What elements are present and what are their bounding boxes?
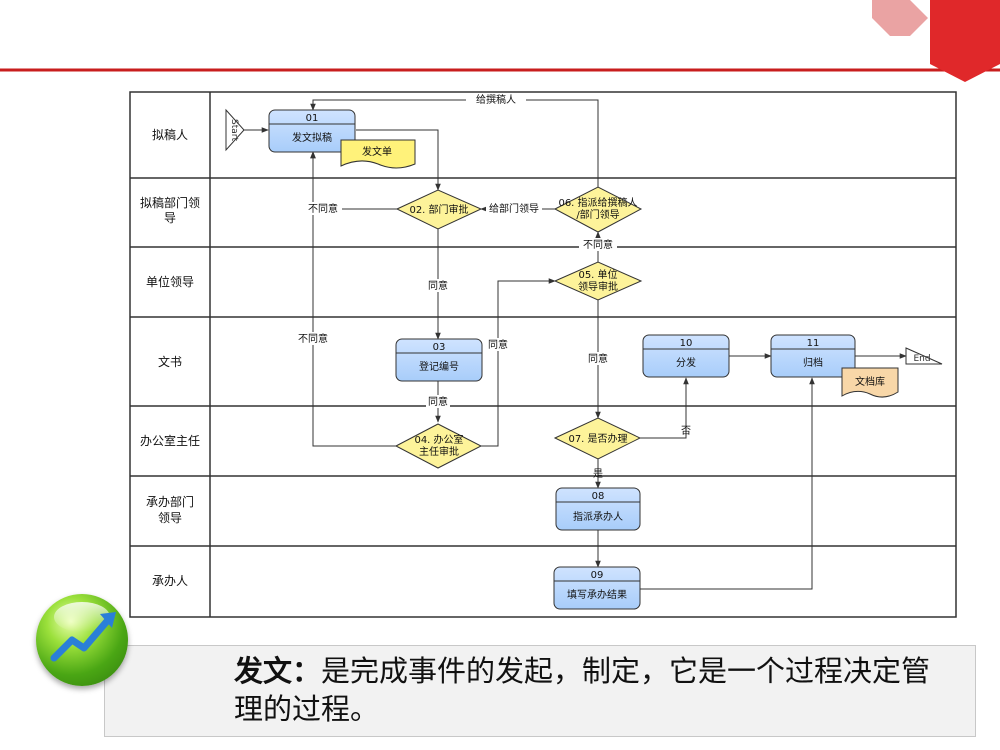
decision-07-handle: 07. 是否办理 — [553, 417, 642, 460]
svg-text:07. 是否办理: 07. 是否办理 — [568, 432, 627, 445]
edge-label-no: 否 — [681, 425, 691, 437]
process-09: 09 填写承办结果 — [553, 566, 641, 610]
svg-text:01: 01 — [306, 113, 319, 124]
edge-label-yes: 是 — [593, 468, 603, 480]
document-issue-form: 发文单 — [340, 139, 416, 169]
svg-text:Start: Start — [229, 119, 239, 141]
svg-text:04. 办公室: 04. 办公室 — [414, 433, 463, 446]
svg-text:08: 08 — [592, 491, 605, 502]
svg-text:/部门领导: /部门领导 — [576, 208, 619, 221]
lane-label-handler: 承办人 — [152, 573, 188, 588]
svg-text:11: 11 — [807, 338, 820, 349]
edge-label-to-writer: 给撰稿人 — [476, 93, 516, 106]
svg-text:填写承办结果: 填写承办结果 — [567, 588, 627, 601]
caption-text: 发文：是完成事件的发起，制定，它是一个过程决定管理的过程。 — [234, 652, 934, 728]
edge-label-register-agree: 同意 — [428, 395, 448, 408]
svg-text:归档: 归档 — [803, 356, 823, 369]
edge-label-unit-reject: 不同意 — [583, 238, 613, 251]
edge-label-dept-agree: 同意 — [428, 279, 448, 292]
svg-text:指派承办人: 指派承办人 — [573, 510, 623, 523]
svg-text:分发: 分发 — [676, 356, 696, 369]
edge-label-to-dept-leader: 给部门领导 — [489, 202, 539, 215]
lane-label-unit-leader: 单位领导 — [146, 274, 194, 289]
decision-05-unit-approval: 05. 单位 领导审批 — [553, 261, 643, 301]
lane-label-drafter: 拟稿人 — [152, 127, 188, 142]
svg-text:06. 指派给撰稿人: 06. 指派给撰稿人 — [558, 196, 637, 209]
svg-text:End: End — [913, 354, 930, 364]
lane-label-handling-dept-2: 领导 — [158, 511, 182, 525]
process-03: 03 登记编号 — [395, 338, 483, 382]
lane-label-clerk: 文书 — [158, 354, 182, 369]
process-08: 08 指派承办人 — [555, 487, 641, 531]
edge-label-unit-agree: 同意 — [588, 352, 608, 365]
red-hexagon-small — [872, 0, 928, 36]
svg-text:10: 10 — [680, 338, 693, 349]
svg-text:登记编号: 登记编号 — [419, 360, 459, 373]
svg-text:发文单: 发文单 — [362, 145, 392, 158]
process-10: 10 分发 — [642, 334, 730, 378]
decision-02-dept-approval: 02. 部门审批 — [395, 189, 483, 230]
edge-label-dept-reject: 不同意 — [308, 202, 338, 215]
red-hexagon-large — [930, 0, 1000, 82]
svg-text:09: 09 — [591, 570, 604, 581]
svg-text:发文拟稿: 发文拟稿 — [292, 131, 332, 144]
svg-text:02. 部门审批: 02. 部门审批 — [409, 203, 468, 216]
edge-label-office-reject: 不同意 — [298, 332, 328, 345]
edge-label-office-agree: 同意 — [488, 338, 508, 351]
lane-label-handling-dept-1: 承办部门 — [146, 494, 194, 509]
svg-text:领导审批: 领导审批 — [578, 280, 618, 293]
lane-label-dept-leader-2: 导 — [164, 211, 176, 225]
lane-label-office-director: 办公室主任 — [140, 433, 200, 448]
caption-bold: 发文： — [234, 654, 322, 688]
caption-rest: 是完成事件的发起，制定，它是一个过程决定管理的过程。 — [234, 654, 931, 726]
decision-04-office-approval: 04. 办公室 主任审批 — [394, 423, 483, 469]
svg-text:03: 03 — [433, 342, 446, 353]
document-archive-store: 文档库 — [841, 367, 899, 398]
start-terminator: Start — [225, 108, 245, 152]
svg-text:主任审批: 主任审批 — [419, 445, 459, 458]
trend-arrow-icon — [36, 594, 128, 686]
svg-text:05. 单位: 05. 单位 — [578, 268, 617, 281]
process-11: 11 归档 — [770, 334, 856, 378]
svg-text:文档库: 文档库 — [855, 375, 885, 388]
lane-label-dept-leader-1: 拟稿部门领 — [140, 195, 200, 210]
caption-box — [104, 645, 976, 737]
process-01: 01 发文拟稿 — [268, 109, 356, 153]
header-decoration — [0, 0, 1000, 82]
decision-06-assign: 06. 指派给撰稿人 /部门领导 — [553, 186, 643, 233]
end-terminator: End — [905, 347, 943, 365]
